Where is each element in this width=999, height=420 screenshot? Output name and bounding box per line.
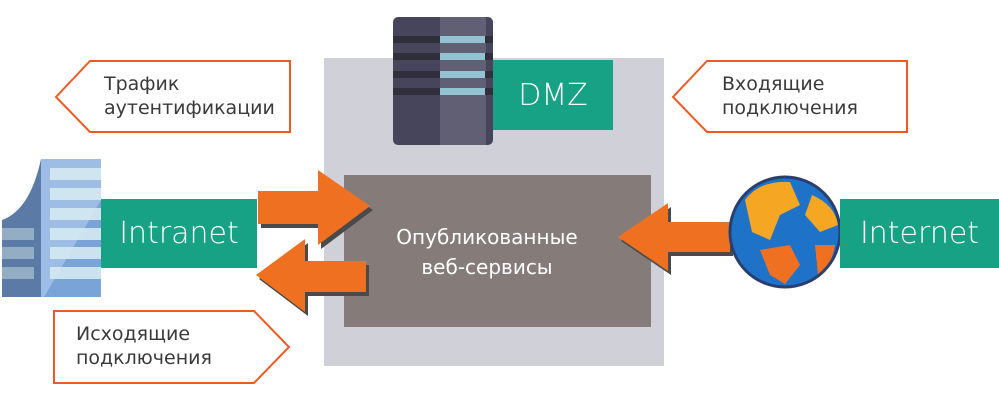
callout-outgoing-line1: Исходящие [76,323,191,345]
callout-outgoing: Исходящие подключения [76,322,212,370]
arrow-to-intranet [256,239,369,316]
internet-label: Internet [840,199,999,268]
building-icon [2,159,101,297]
arrow-to-services [258,170,373,249]
arrow-from-internet [618,203,733,275]
callout-auth-line1: Трафик [104,73,180,95]
callout-incoming: Входящие подключения [722,72,858,120]
callout-auth: Трафик аутентификации [104,72,275,120]
server-icon [393,17,493,145]
callout-outgoing-line2: подключения [76,347,212,369]
globe-icon [728,175,842,289]
intranet-label: Intranet [101,199,257,268]
callout-incoming-frame [671,60,908,133]
callout-incoming-line2: подключения [722,97,858,119]
published-services-box [344,175,651,327]
callout-auth-line2: аутентификации [104,97,275,119]
callout-auth-frame [54,60,291,133]
callout-incoming-line1: Входящие [722,73,825,95]
published-line1: Опубликованные [396,225,578,249]
published-services-label: Опубликованные веб-сервисы [344,222,630,282]
dmz-label: DMZ [493,60,613,130]
callout-outgoing-frame [53,310,291,384]
published-line2: веб-сервисы [421,255,553,279]
